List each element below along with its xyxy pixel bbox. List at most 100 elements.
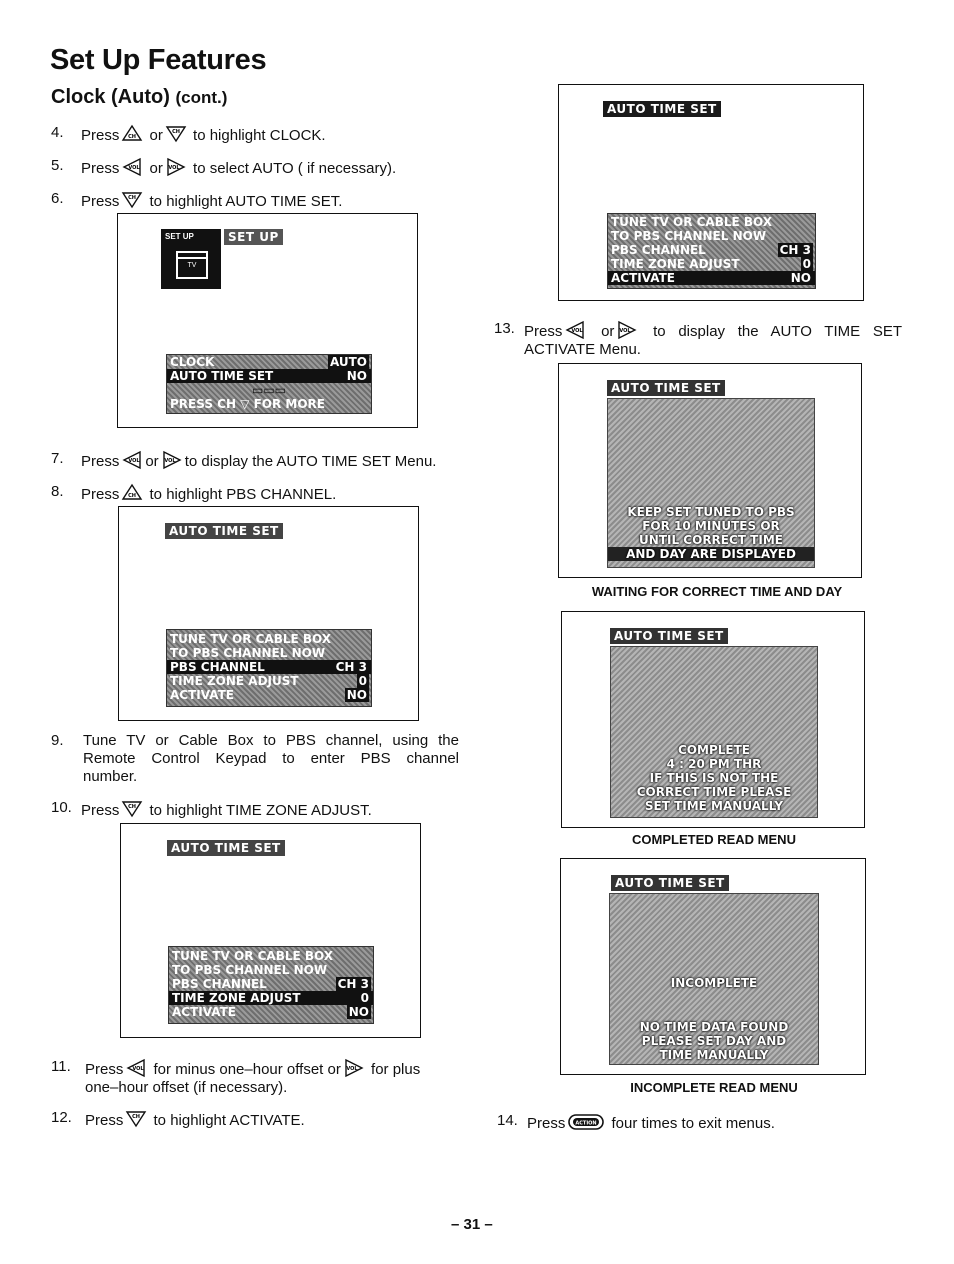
step-number: 8. bbox=[51, 483, 64, 500]
step-11: 11. Press for minus one–hour offset or f… bbox=[51, 1058, 461, 1098]
step-text: to highlight TIME ZONE ADJUST. bbox=[149, 802, 372, 819]
step-12: 12. Press to highlight ACTIVATE. bbox=[51, 1109, 471, 1129]
step-6: 6. Press to highlight AUTO TIME SET. bbox=[51, 190, 471, 210]
vol-left-icon bbox=[125, 1058, 147, 1078]
step-text: Remote Control Keypad to enter PBS chann… bbox=[83, 750, 459, 767]
auto-time-set-menu: TUNE TV OR CABLE BOX TO PBS CHANNEL NOW … bbox=[607, 213, 816, 289]
step-number: 14. bbox=[497, 1112, 518, 1129]
step-text: to highlight ACTIVATE. bbox=[153, 1112, 305, 1129]
section-subtitle: Clock (Auto) (cont.) bbox=[51, 86, 227, 109]
step-text: Press bbox=[527, 1115, 566, 1132]
message-line: UNTIL CORRECT TIME bbox=[639, 533, 783, 547]
step-text: for minus one–hour offset or bbox=[153, 1061, 341, 1078]
vol-right-icon bbox=[161, 450, 183, 470]
ch-down-icon bbox=[165, 124, 187, 144]
step-14: 14. Press four times to exit menus. bbox=[497, 1112, 907, 1134]
tv-screen-complete: COMPLETE 4 : 20 PM THR IF THIS IS NOT TH… bbox=[561, 611, 865, 828]
screen-header: AUTO TIME SET bbox=[167, 840, 285, 856]
auto-time-set-menu: TUNE TV OR CABLE BOX TO PBS CHANNEL NOW … bbox=[168, 946, 374, 1024]
step-text: Press bbox=[81, 193, 120, 210]
step-text: number. bbox=[83, 768, 138, 785]
vol-left-icon bbox=[121, 450, 143, 470]
tv-screen-pbs: AUTO TIME SET TUNE TV OR CABLE BOX TO PB… bbox=[118, 506, 419, 721]
step-text: to display the AUTO TIME SET bbox=[653, 323, 903, 340]
waiting-message-box: KEEP SET TUNED TO PBS FOR 10 MINUTES OR … bbox=[607, 398, 815, 568]
step-text: or bbox=[149, 160, 163, 177]
menu-row-separator: ▭▭▭ bbox=[251, 383, 286, 397]
message-line: COMPLETE bbox=[678, 743, 750, 757]
step-text: one–hour offset (if necessary). bbox=[85, 1079, 288, 1096]
page-number: – 31 – bbox=[451, 1216, 493, 1233]
step-10: 10. Press to highlight TIME ZONE ADJUST. bbox=[51, 799, 471, 819]
ch-up-icon bbox=[121, 483, 143, 503]
step-text: Press bbox=[81, 160, 120, 177]
step-text: Press bbox=[81, 486, 120, 503]
step-text: Press bbox=[81, 453, 120, 470]
step-5: 5. Press or to select AUTO ( if necessar… bbox=[51, 157, 471, 177]
status-line: INCOMPLETE bbox=[670, 976, 758, 990]
step-text: for plus bbox=[371, 1061, 421, 1078]
message-line: TIME MANUALLY bbox=[659, 1048, 769, 1062]
step-number: 6. bbox=[51, 190, 64, 207]
screen-caption: COMPLETED READ MENU bbox=[632, 832, 796, 847]
menu-row-press-more: PRESS CH ▽ FOR MORE bbox=[170, 397, 325, 411]
message-line: NO TIME DATA FOUND bbox=[639, 1020, 789, 1034]
message-line: AND DAY ARE DISPLAYED bbox=[608, 547, 814, 561]
menu-row: TUNE TV OR CABLE BOX bbox=[170, 632, 332, 646]
subtitle-cont: (cont.) bbox=[175, 88, 228, 107]
step-13: 13. Press or to display the AUTO TIME SE… bbox=[494, 320, 904, 360]
step-text: ACTIVATE Menu. bbox=[524, 341, 641, 358]
menu-row: TUNE TV OR CABLE BOX bbox=[611, 215, 773, 229]
setup-icon: SET UP TV bbox=[161, 229, 221, 289]
page-title: Set Up Features bbox=[50, 44, 267, 76]
step-text: to select AUTO ( if necessary). bbox=[193, 160, 397, 177]
subtitle-main: Clock (Auto) bbox=[51, 86, 170, 108]
step-text: to display the AUTO TIME SET Menu. bbox=[184, 453, 437, 470]
screen-header: AUTO TIME SET bbox=[607, 380, 725, 396]
tv-screen-timezone: AUTO TIME SET TUNE TV OR CABLE BOX TO PB… bbox=[120, 823, 421, 1038]
step-text: Press bbox=[81, 802, 120, 819]
menu-row: TUNE TV OR CABLE BOX bbox=[172, 949, 334, 963]
screen-caption: WAITING FOR CORRECT TIME AND DAY bbox=[591, 584, 843, 599]
tv-icon-label: TV bbox=[187, 262, 197, 269]
vol-left-icon bbox=[121, 157, 143, 177]
tv-screen-incomplete: INCOMPLETE NO TIME DATA FOUND PLEASE SET… bbox=[560, 858, 866, 1075]
auto-time-set-menu: TUNE TV OR CABLE BOX TO PBS CHANNEL NOW … bbox=[166, 629, 372, 707]
tv-screen-activate: AUTO TIME SET TUNE TV OR CABLE BOX TO PB… bbox=[558, 84, 864, 301]
step-text: Press bbox=[81, 127, 120, 144]
message-line: SET TIME MANUALLY bbox=[644, 799, 784, 813]
step-number: 11. bbox=[51, 1058, 71, 1075]
action-button-icon bbox=[567, 1112, 605, 1132]
incomplete-message-box: INCOMPLETE NO TIME DATA FOUND PLEASE SET… bbox=[609, 893, 819, 1065]
screen-header: SET UP bbox=[224, 229, 283, 245]
tv-screen-waiting: KEEP SET TUNED TO PBS FOR 10 MINUTES OR … bbox=[558, 363, 862, 578]
step-text: or bbox=[601, 323, 615, 340]
message-line: PLEASE SET DAY AND bbox=[641, 1034, 787, 1048]
vol-right-icon bbox=[343, 1058, 365, 1078]
vol-right-icon bbox=[165, 157, 187, 177]
message-line: IF THIS IS NOT THE bbox=[649, 771, 779, 785]
step-text: Press bbox=[524, 323, 563, 340]
vol-right-icon bbox=[616, 320, 638, 340]
step-text: Tune TV or Cable Box to PBS channel, usi… bbox=[83, 732, 459, 749]
screen-header: AUTO TIME SET bbox=[611, 875, 729, 891]
step-text: or bbox=[145, 453, 159, 470]
screen-header: AUTO TIME SET bbox=[610, 628, 728, 644]
step-number: 5. bbox=[51, 157, 64, 174]
screen-header: AUTO TIME SET bbox=[603, 101, 721, 117]
message-line: FOR 10 MINUTES OR bbox=[642, 519, 780, 533]
message-line: CORRECT TIME PLEASE bbox=[636, 785, 792, 799]
menu-row: TO PBS CHANNEL NOW bbox=[611, 229, 767, 243]
ch-down-icon bbox=[125, 1109, 147, 1129]
step-number: 12. bbox=[51, 1109, 72, 1126]
